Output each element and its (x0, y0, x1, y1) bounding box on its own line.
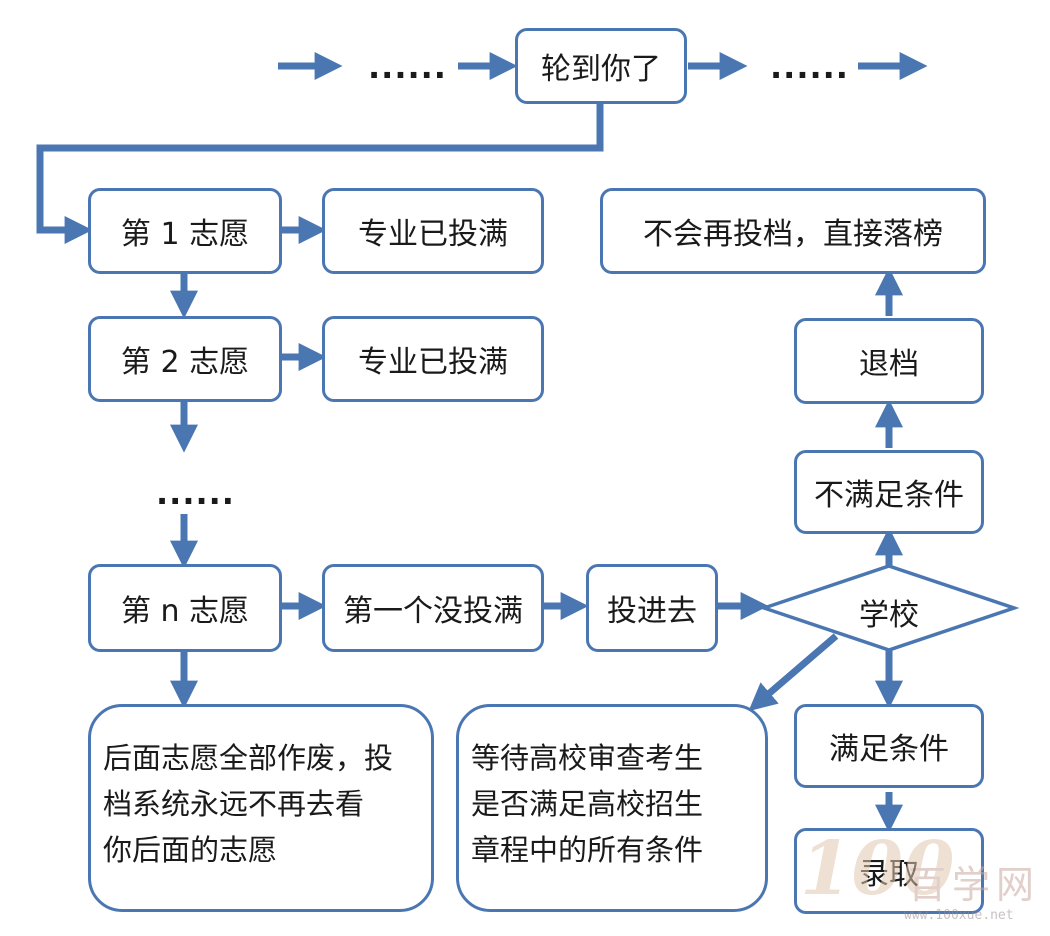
admit-box: 录取 (794, 828, 984, 914)
site-watermark: 100 百学网 www.100xue.net (800, 826, 1050, 936)
note-middle-line-3: 章程中的所有条件 (471, 833, 704, 867)
not-meet-box: 不满足条件 (794, 450, 984, 534)
arrow-school-note (748, 633, 839, 712)
ellipsis-top-right: ...... (770, 48, 849, 86)
wish-2-box: 第 2 志愿 (88, 316, 282, 402)
arrow-top-to-wish1 (36, 104, 604, 244)
note-middle: 等待高校审查考生 是否满足高校招生 章程中的所有条件 (456, 704, 768, 912)
note-left-line-2: 档系统永远不再去看 (103, 787, 365, 821)
major-full-box-2: 专业已投满 (322, 316, 544, 402)
watermark-title: 百学网 (908, 863, 1041, 907)
final-fail-box: 不会再投档，直接落榜 (600, 188, 986, 274)
note-middle-line-1: 等待高校审查考生 (471, 741, 704, 775)
meet-box: 满足条件 (794, 704, 984, 788)
school-label: 学校 (859, 598, 919, 633)
submit-box: 投进去 (586, 564, 718, 652)
note-left-line-3: 你后面的志愿 (103, 833, 278, 867)
note-left-line-1: 后面志愿全部作废，投 (103, 741, 394, 775)
turn-box: 轮到你了 (515, 28, 687, 104)
watermark-logo: 100 (800, 826, 955, 912)
note-left: 后面志愿全部作废，投 档系统永远不再去看 你后面的志愿 (88, 704, 434, 912)
first-not-full-box: 第一个没投满 (322, 564, 544, 652)
ellipsis-top-left: ...... (368, 48, 447, 86)
ellipsis-middle: ...... (156, 474, 235, 512)
school-diamond (758, 564, 1020, 652)
reject-box: 退档 (794, 318, 984, 404)
major-full-box-1: 专业已投满 (322, 188, 544, 274)
watermark-url: www.100xue.net (904, 908, 1014, 923)
wish-n-box: 第 n 志愿 (88, 564, 282, 652)
note-middle-line-2: 是否满足高校招生 (471, 787, 704, 821)
wish-1-box: 第 1 志愿 (88, 188, 282, 274)
